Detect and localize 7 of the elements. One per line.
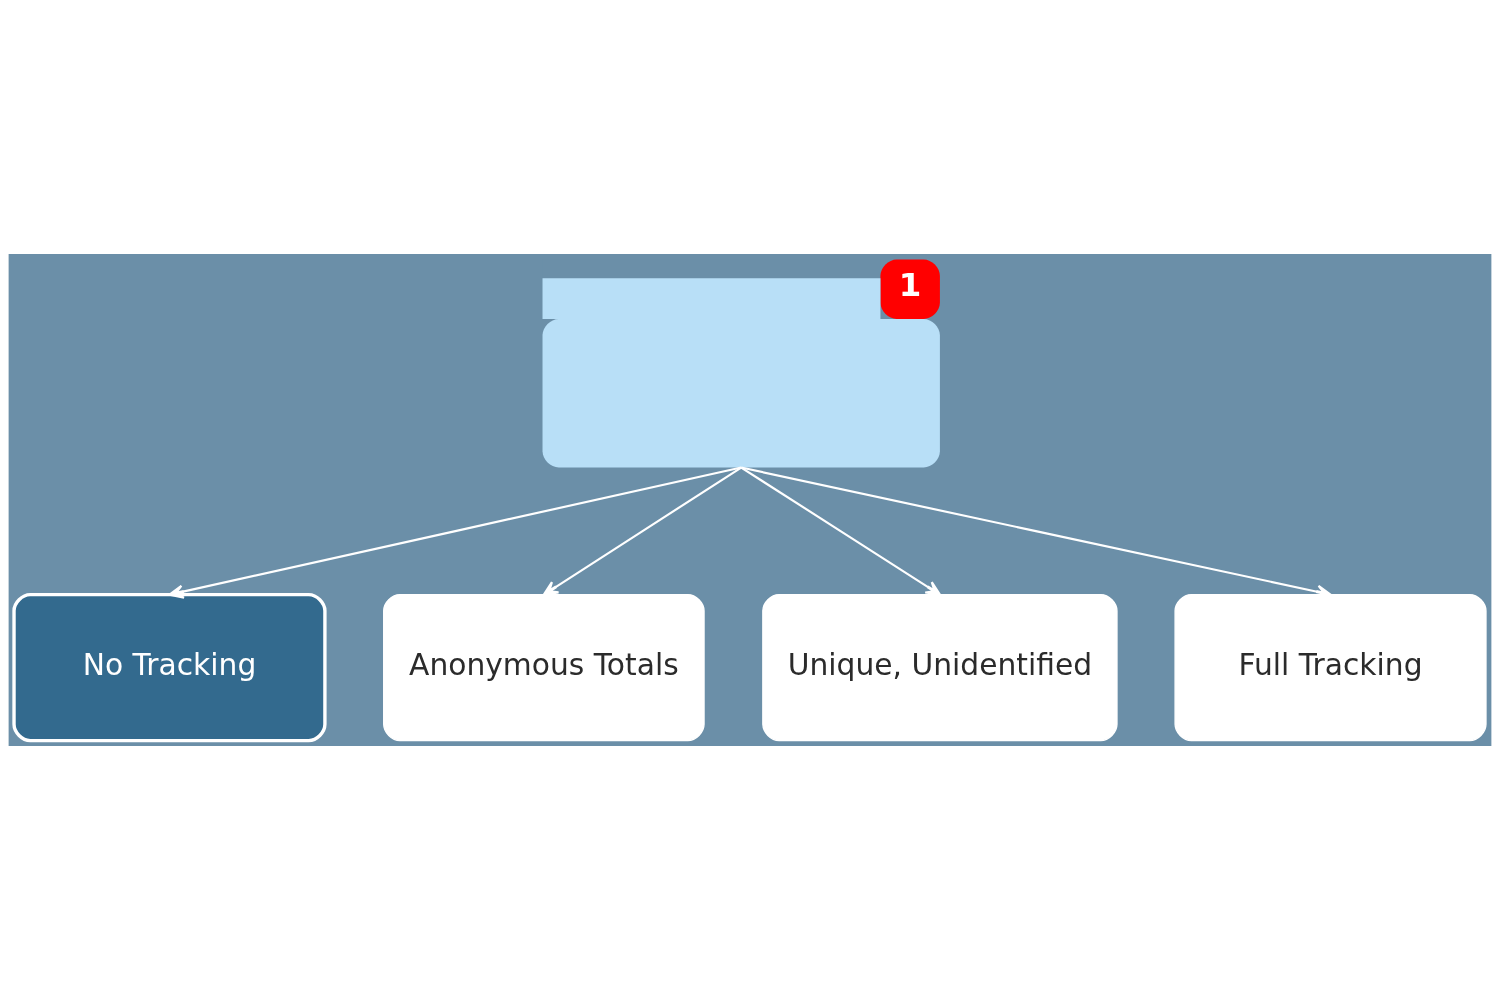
node-box: No Tracking — [12, 592, 327, 742]
node-box: Anonymous Totals — [383, 593, 705, 741]
node-box: Full Tracking — [1174, 593, 1487, 741]
arrow — [542, 466, 742, 596]
arrow — [740, 466, 941, 596]
arrow — [168, 466, 742, 599]
node-box: Unique, Unidentified — [762, 593, 1118, 741]
